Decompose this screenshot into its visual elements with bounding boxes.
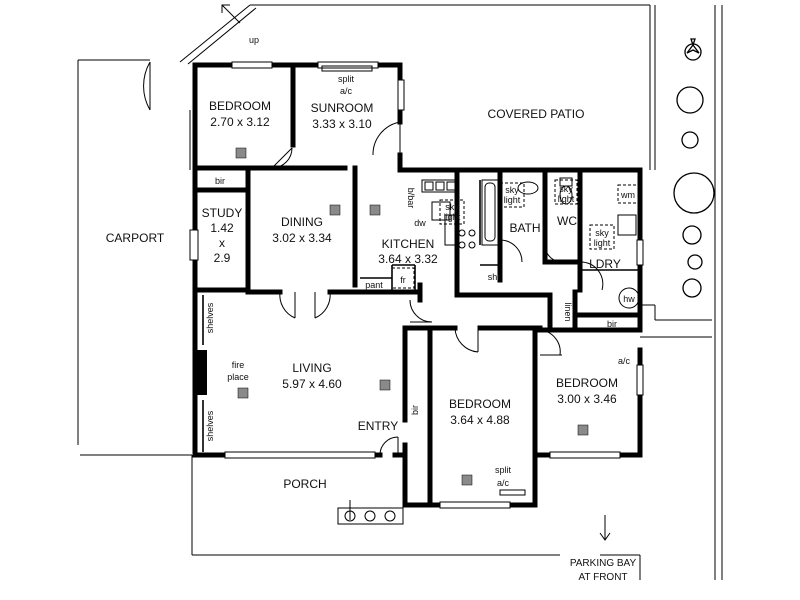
skylight-label: light [594, 238, 611, 248]
skylight-label: sky [595, 228, 609, 238]
skylight-label: light [444, 212, 461, 222]
room-size: 5.97 x 4.60 [282, 377, 342, 391]
hot-water-label: hw [623, 294, 635, 304]
room-name: KITCHEN [382, 237, 435, 251]
parking-label: PARKING BAY [570, 558, 637, 569]
washing-machine-label: wm [620, 190, 635, 200]
split-ac-unit [321, 65, 373, 72]
area-labels: COVERED PATIO CARPORT PORCH ENTRY PARKIN… [106, 35, 637, 583]
linen-label: linen [563, 302, 573, 321]
carport-label: CARPORT [106, 231, 165, 245]
parking-label: AT FRONT [578, 572, 627, 583]
room-name: BEDROOM [449, 397, 511, 411]
dishwasher-label: dw [414, 218, 426, 228]
bir-label: bir [215, 176, 225, 186]
room-name: DINING [281, 215, 323, 229]
room-name: LIVING [292, 361, 331, 375]
covered-patio-label: COVERED PATIO [488, 107, 585, 121]
ac-label: a/c [618, 356, 631, 366]
skylight-label: sky [559, 184, 573, 194]
porch-label: PORCH [283, 477, 326, 491]
skylight-label: sky [445, 202, 459, 212]
fixture-labels: split a/c split a/c a/c bir bir bir b/ba… [205, 74, 635, 488]
down-arrow-icon [599, 515, 611, 541]
fridge-label: fr [400, 275, 406, 285]
room-size: 2.9 [214, 251, 231, 265]
split-ac-label: a/c [340, 86, 353, 96]
bir-label: bir [410, 405, 420, 415]
breakfast-bar-label: b/bar [406, 188, 416, 209]
room-name: BATH [509, 221, 540, 235]
shelves-label: shelves [205, 410, 215, 441]
room-name: BEDROOM [209, 99, 271, 113]
room-size: 2.70 x 3.12 [210, 115, 270, 129]
partitions [202, 170, 640, 452]
room-size: 3.02 x 3.34 [272, 231, 332, 245]
skylight-icons [391, 179, 639, 289]
pantry-label: pant [365, 280, 383, 290]
flower-bed [337, 507, 404, 525]
fireplace-label: place [227, 372, 249, 382]
room-size: 3.33 x 3.10 [312, 117, 372, 131]
room-size: 3.64 x 3.32 [378, 252, 438, 266]
walls [192, 62, 643, 508]
windows [189, 61, 644, 509]
vent-icons [235, 147, 589, 486]
room-size: 3.00 x 3.46 [557, 392, 617, 406]
split-ac-label: a/c [497, 478, 510, 488]
entry-label: ENTRY [358, 419, 398, 433]
bath-fittings [481, 177, 640, 309]
room-size: 1.42 [210, 221, 234, 235]
split-ac-label: split [338, 74, 355, 84]
room-name: BEDROOM [556, 376, 618, 390]
skylight-label: light [558, 194, 575, 204]
room-size: x [219, 236, 225, 250]
tree-icons [673, 38, 715, 298]
split-ac-unit [499, 489, 526, 496]
site-boundary [77, 4, 723, 580]
fireplace [195, 350, 207, 395]
up-arrow-icon [221, 4, 241, 24]
room-name: LDRY [589, 257, 621, 271]
carport-gate [143, 61, 151, 111]
fireplace-label: fire [232, 360, 245, 370]
room-name: STUDY [202, 206, 243, 220]
room-name: WC [557, 214, 577, 228]
room-labels: BEDROOM 2.70 x 3.12 SUNROOM 3.33 x 3.10 … [202, 99, 621, 427]
shower-label: shr [488, 272, 501, 282]
room-size: 3.64 x 4.88 [450, 413, 510, 427]
skylight-label: sky [505, 185, 519, 195]
up-label: up [249, 35, 259, 45]
bir-label: bir [607, 319, 617, 329]
split-ac-label: split [495, 465, 512, 475]
shelves-label: shelves [205, 302, 215, 333]
skylight-label: light [504, 195, 521, 205]
room-name: SUNROOM [311, 101, 374, 115]
door-swings [271, 121, 604, 456]
kitchen-fittings [421, 179, 476, 249]
